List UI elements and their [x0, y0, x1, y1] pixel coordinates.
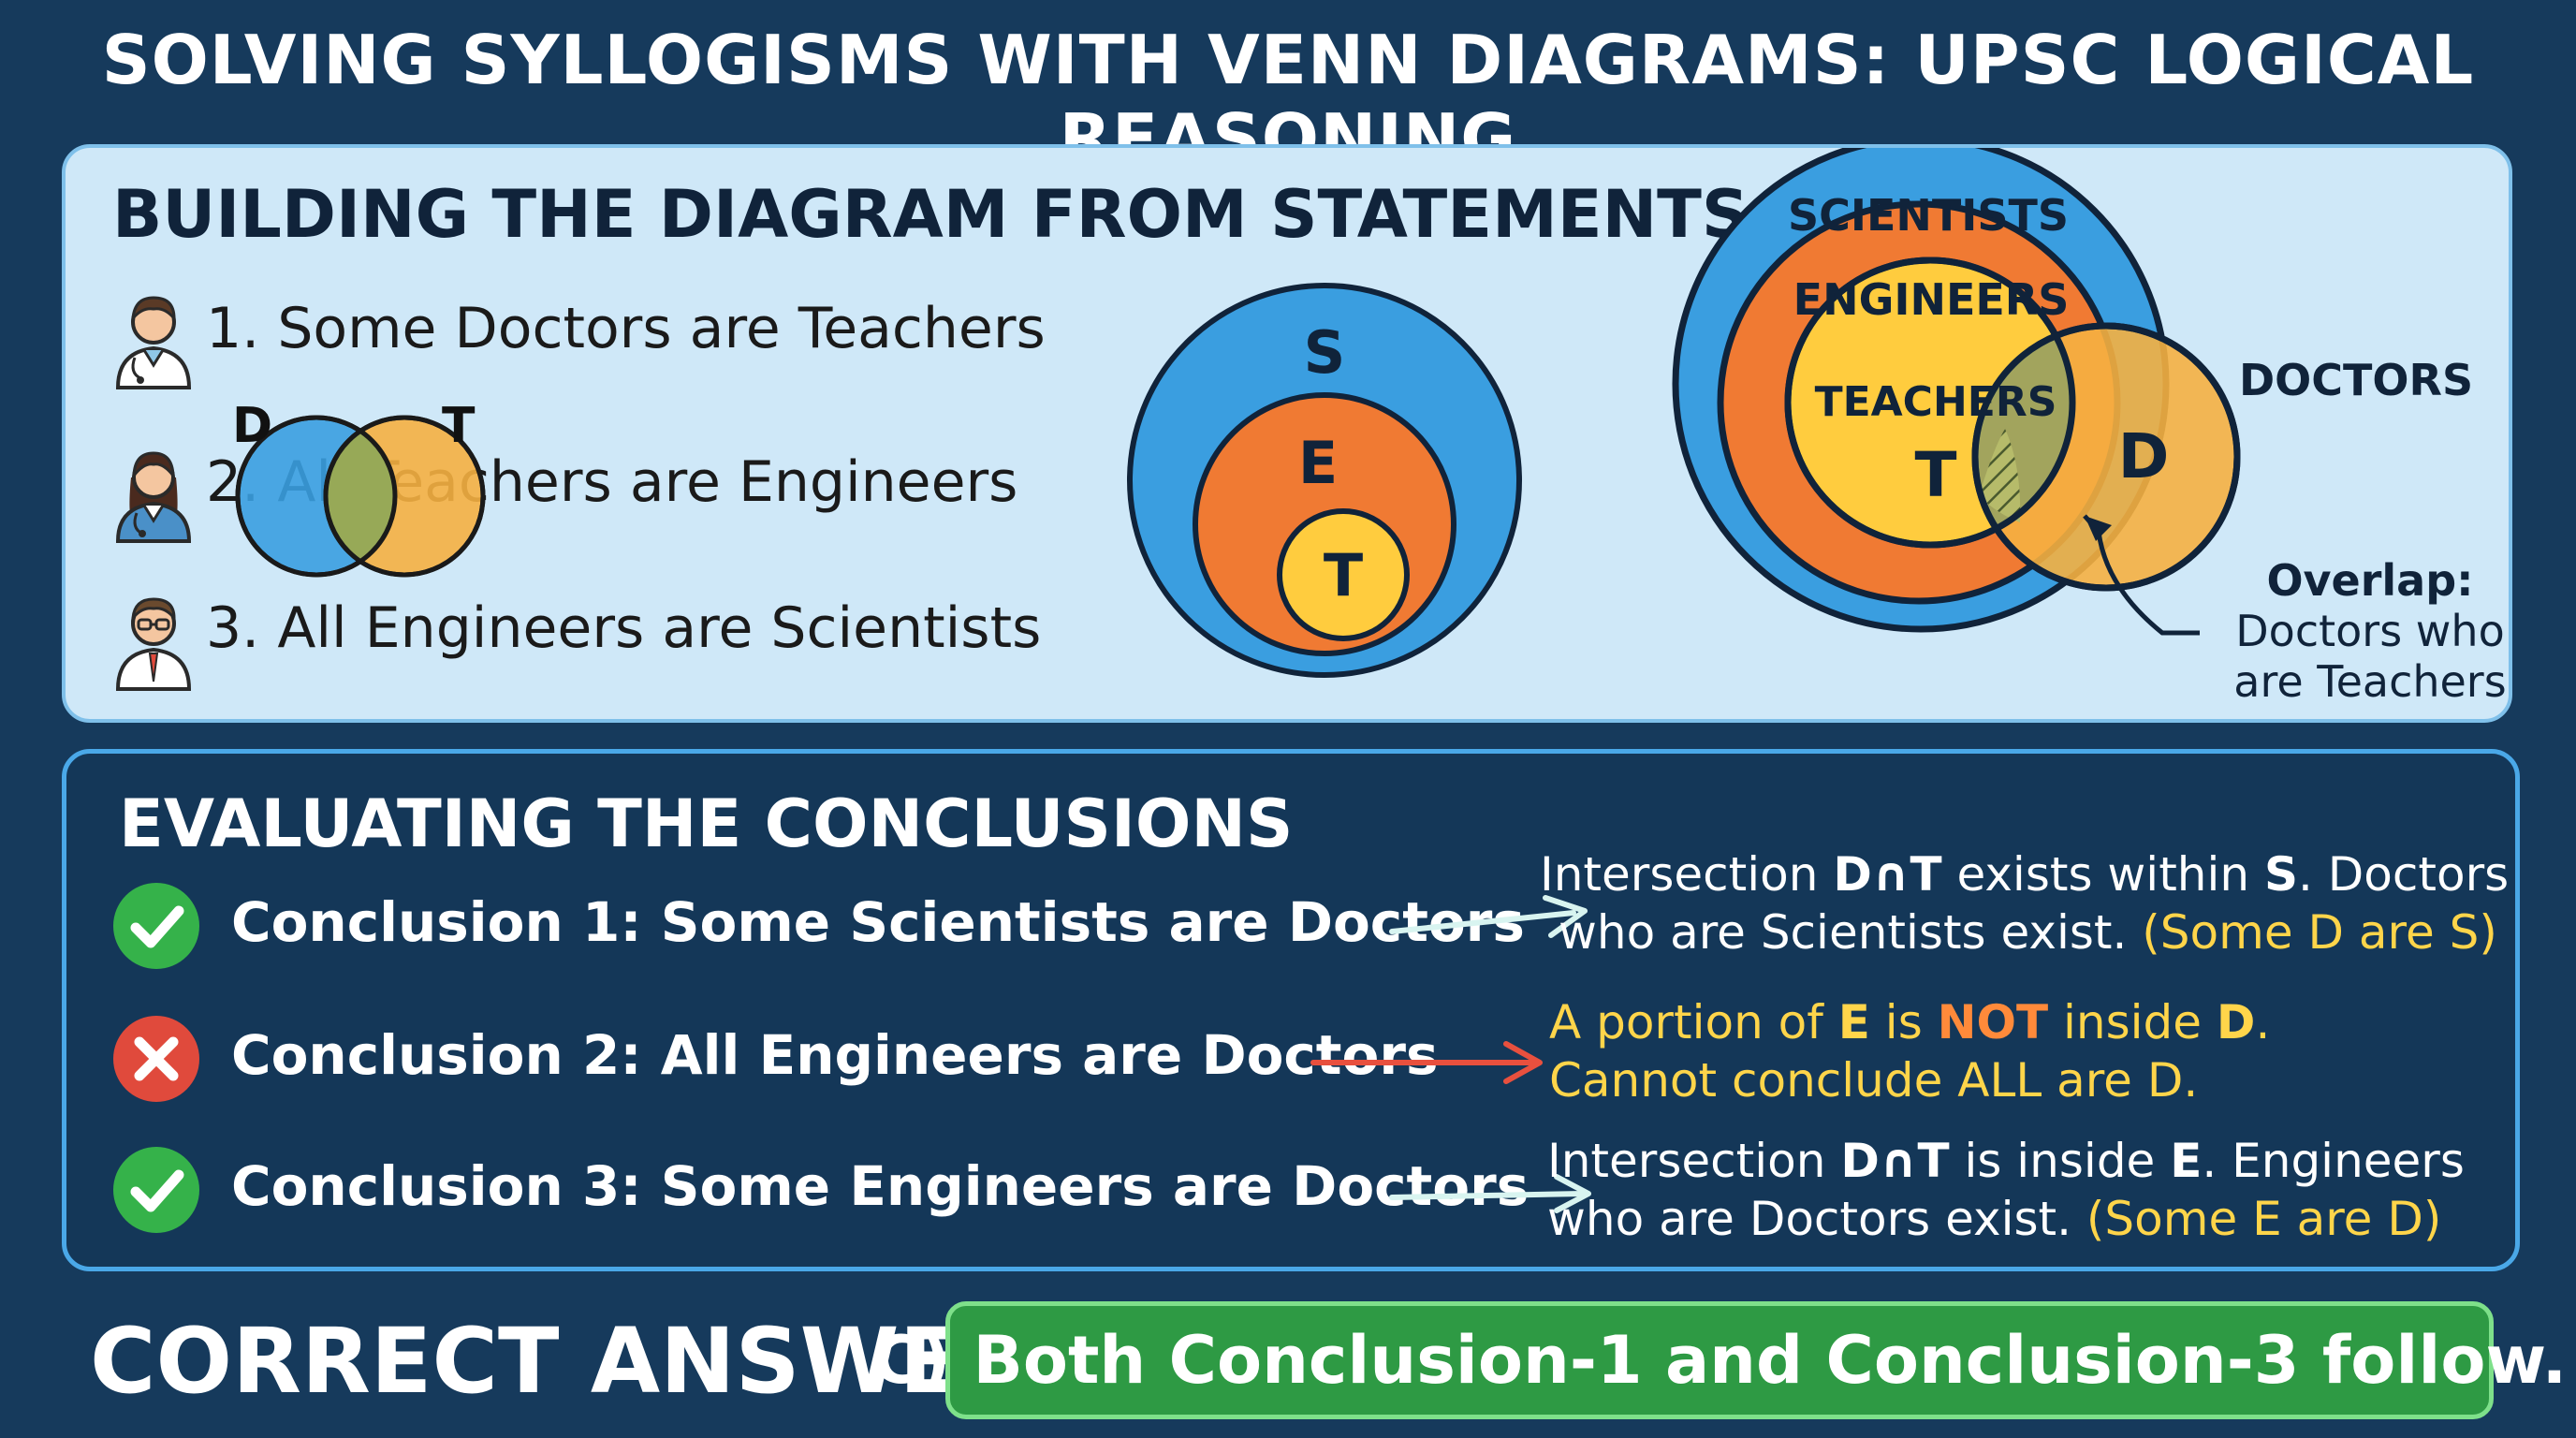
conclusion-3-label: Conclusion 3: Some Engineers are Doctors [231, 1154, 1530, 1218]
c3-text: is inside [1949, 1134, 2171, 1188]
c1-text: exists within [1941, 847, 2264, 902]
conclusion-2-label: Conclusion 2: All Engineers are Doctors [231, 1023, 1439, 1087]
teachers-label: TEACHERS [1815, 378, 2057, 426]
c1-set-s: S [2263, 847, 2298, 902]
c1-text: . Doctors [2298, 847, 2510, 902]
c3-text: Intersection [1547, 1134, 1841, 1188]
statement-1: 1. Some Doctors are Teachers [206, 296, 1046, 361]
conclusion-3-explanation: Intersection D∩T is inside E. Engineers … [1547, 1132, 2502, 1248]
c3-text: . Engineers [2202, 1134, 2465, 1188]
doctors-label: DOCTORS [2239, 355, 2473, 405]
c1-highlight: (Some D are S) [2142, 905, 2497, 960]
nested-s-label: S [1304, 318, 1346, 387]
evaluating-panel-title: EVALUATING THE CONCLUSIONS [119, 785, 1294, 862]
conclusion-2-explanation: A portion of E is NOT inside D. Cannot c… [1549, 993, 2504, 1109]
c3-intersection: D∩T [1840, 1134, 1950, 1188]
mini-venn-d-label: D [232, 398, 272, 454]
c2-set-d: D [2216, 995, 2256, 1049]
overlap-title: Overlap: [2266, 555, 2473, 606]
c2-set-e: E [1837, 995, 1870, 1049]
c1-text: who are Scientists exist. [1559, 905, 2143, 960]
doctors-d-label: D [2118, 420, 2170, 492]
c2-not: NOT [1937, 995, 2049, 1049]
engineer-male-icon [115, 597, 192, 691]
c2-line-2: Cannot conclude ALL are D. [1549, 1053, 2199, 1108]
c3-set-e: E [2170, 1134, 2203, 1188]
nested-e-label: E [1298, 429, 1338, 497]
c2-text: inside [2048, 995, 2217, 1049]
c1-text: Intersection [1540, 847, 1834, 902]
conclusion-1-explanation: Intersection D∩T exists within S. Doctor… [1540, 845, 2509, 961]
teachers-t-label: T [1914, 439, 1956, 511]
scientists-label: SCIENTISTS [1788, 190, 2069, 241]
correct-answer-label: CORRECT ANSWER [90, 1309, 1031, 1414]
overlap-line-2: are Teachers [2233, 656, 2506, 707]
c2-text: A portion of [1549, 995, 1838, 1049]
page-title: SOLVING SYLLOGISMS WITH VENN DIAGRAMS: U… [101, 21, 2475, 178]
c3-text: who are Doctors exist. [1547, 1192, 2086, 1246]
c1-intersection: D∩T [1833, 847, 1942, 902]
mini-venn-t-label: T [442, 398, 476, 454]
conclusion-1-arrow [1389, 895, 1588, 938]
building-panel-title: BUILDING THE DIAGRAM FROM STATEMENTS [112, 176, 1749, 253]
engineers-label: ENGINEERS [1793, 274, 2070, 325]
statement-3: 3. All Engineers are Scientists [206, 595, 1042, 661]
doctor-female-icon [115, 451, 192, 543]
conclusion-3-arrow [1389, 1174, 1591, 1213]
doctor-male-icon [115, 296, 192, 389]
overlap-line-1: Doctors who [2235, 606, 2504, 656]
c2-text: . [2255, 995, 2271, 1049]
evaluating-conclusions-panel: EVALUATING THE CONCLUSIONS Conclusion 1:… [62, 749, 2520, 1271]
check-icon [113, 883, 199, 969]
conclusion-2-arrow [1310, 1041, 1543, 1084]
combined-venn-diagram: SCIENTISTS ENGINEERS TEACHERS T DOCTORS … [1672, 148, 2507, 707]
nested-set-diagram: S E T [1127, 283, 1522, 678]
c3-highlight: (Some E are D) [2086, 1192, 2442, 1246]
correct-answer-box: C) Both Conclusion-1 and Conclusion-3 fo… [872, 1301, 2567, 1419]
doctors-teachers-mini-venn: D T [232, 398, 486, 578]
nested-t-label: T [1324, 541, 1363, 609]
conclusion-1-label: Conclusion 1: Some Scientists are Doctor… [231, 890, 1525, 954]
cross-icon [113, 1016, 199, 1102]
building-diagram-panel: BUILDING THE DIAGRAM FROM STATEMENTS 1. … [62, 144, 2512, 723]
check-icon [113, 1147, 199, 1233]
c2-text: is [1869, 995, 1938, 1049]
